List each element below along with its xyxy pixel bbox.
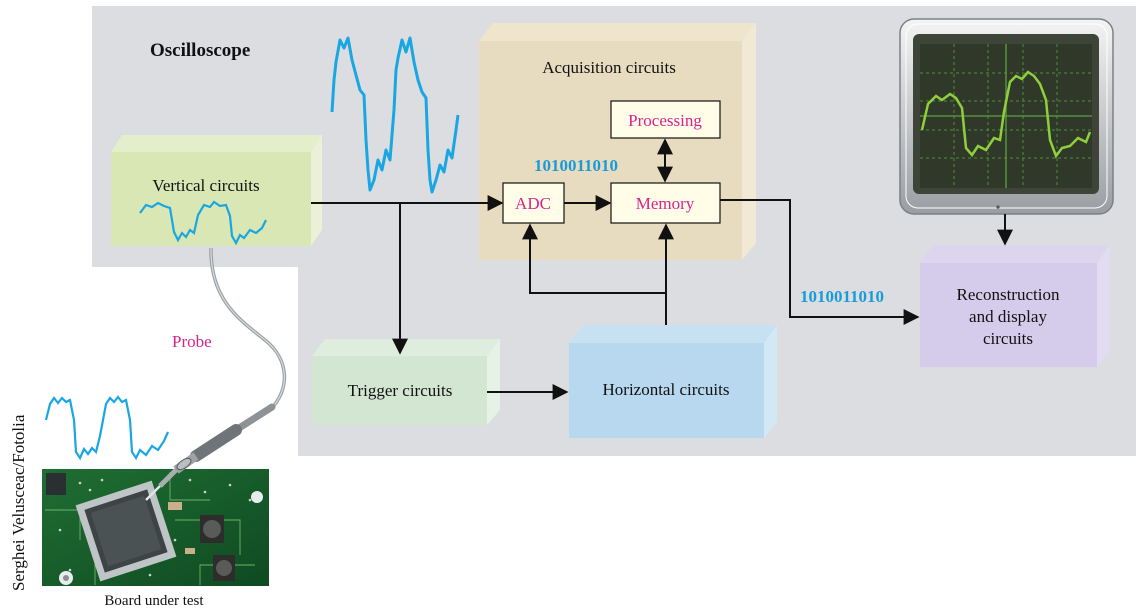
reconstruction-block: Reconstruction and display circuits [920,245,1110,367]
vertical-circuits-label: Vertical circuits [152,176,259,195]
acquisition-circuits-label: Acquisition circuits [542,58,676,77]
oscilloscope-title: Oscilloscope [150,40,250,61]
processing-box [610,100,721,139]
board-caption: Board under test [104,593,204,609]
vertical-circuits-block: Vertical circuits [111,135,322,246]
photo-credit: Serghei Velusceac/Fotolia [9,414,28,591]
adc-binary-label: 1010011010 [534,156,618,175]
input-waveform [330,36,460,194]
horizontal-to-adc-arrow [522,223,666,294]
reconstruction-label-line1: Reconstruction [957,285,1060,304]
display-binary-label: 1010011010 [800,287,884,306]
reconstruction-label-line2: and display [969,307,1047,326]
signal-connections [311,138,1013,400]
memory-to-reconstruction-arrow [720,199,920,325]
processing-label: Processing [628,111,702,130]
screen-trace [920,70,1092,159]
circuit-board-icon [42,469,269,586]
acquisition-circuits-block: Acquisition circuits [479,23,756,260]
trigger-circuits-label: Trigger circuits [348,381,453,400]
horizontal-circuits-label: Horizontal circuits [603,380,730,399]
vertical-mini-waveform [139,200,267,246]
memory-box [610,182,721,224]
memory-label: Memory [636,194,695,213]
adc-label: ADC [515,194,551,213]
reconstruction-label-line3: circuits [983,329,1033,348]
adc-box [502,182,565,224]
horizontal-circuits-block: Horizontal circuits [569,325,777,438]
trigger-circuits-block: Trigger circuits [312,339,500,425]
board-waveform [44,395,170,461]
probe-cable [209,247,287,412]
oscilloscope-screen-icon [899,18,1114,215]
probe-icon [145,403,276,501]
probe-label: Probe [172,332,212,351]
